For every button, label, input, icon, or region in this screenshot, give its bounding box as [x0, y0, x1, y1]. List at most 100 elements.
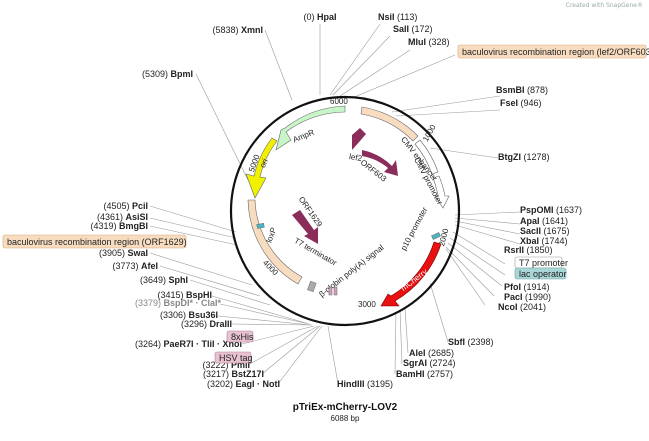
site-bsmbi-name: BsmBI	[496, 85, 525, 95]
hsv-tag-box[interactable]	[214, 351, 252, 364]
t7-terminator-feature[interactable]	[307, 280, 317, 293]
site-fsei-position: (946)	[521, 98, 542, 108]
site-bmgbi-position: (4319)	[90, 221, 116, 231]
site-asisi-name: AsiSI	[125, 212, 148, 222]
site-rsrii-label[interactable]: RsrII (1850)	[504, 245, 553, 255]
site-sphi-label[interactable]: (3649) SphI	[140, 275, 188, 285]
site-bsu36i-label[interactable]: (3306) Bsu36I	[160, 310, 218, 320]
leader-lines	[149, 23, 521, 385]
site-bsu36i-name: Bsu36I	[188, 310, 218, 320]
site-pmli-label[interactable]: (3222) PmlI	[202, 360, 250, 370]
site-bstz17i-label[interactable]: (3217) BstZ17I	[203, 369, 264, 379]
t7-promoter-text: T7 promoter	[519, 258, 568, 268]
site-sgrai-name: SgrAI	[403, 358, 427, 368]
site-bsu36i-position: (3306)	[160, 310, 186, 320]
site-afei-label[interactable]: (3773) AfeI	[112, 261, 158, 271]
site-ncoi-label[interactable]: NcoI (2041)	[498, 302, 546, 312]
loxp-label: loxP	[264, 226, 278, 244]
site-pcii-name: PciI	[132, 201, 148, 211]
site-hpai-label[interactable]: (0) HpaI	[303, 12, 336, 22]
site-bsphi-position: (3415)	[157, 290, 183, 300]
site-paer7i-label[interactable]: (3264) PaeR7I · TliI · XhoI	[135, 339, 242, 349]
site-sacii-name: SacII	[520, 226, 541, 236]
annotation-boxes: baculovirus recombination region (lef2/O…	[2, 44, 649, 364]
site-btgzi-position: (1278)	[524, 152, 550, 162]
site-nsii-name: NsiI	[378, 12, 395, 22]
site-sbfi-position: (2398)	[468, 337, 494, 347]
bac-left-text: baculovirus recombination region (ORF162…	[7, 237, 187, 247]
cmv-promoter-feature[interactable]	[432, 175, 450, 209]
bac-right-box[interactable]	[457, 44, 647, 59]
snapgene-credit: Created with SnapGene®	[565, 2, 643, 9]
site-swai-label[interactable]: (3905) SwaI	[99, 248, 148, 258]
lac-operator-box[interactable]	[514, 267, 567, 280]
site-hindiii-position: (3195)	[367, 379, 393, 389]
site-xmni-label[interactable]: (5838) XmnI	[212, 25, 263, 35]
site-paer7i-name: PaeR7I · TliI · XhoI	[163, 339, 242, 349]
site-draiii-position: (3296)	[181, 319, 207, 329]
site-mlui-label[interactable]: MluI (328)	[408, 37, 450, 47]
orf1629-feature[interactable]	[292, 210, 318, 244]
site-paci-label[interactable]: PacI (1990)	[504, 292, 551, 302]
site-bmgbi-label[interactable]: (4319) BmgBI	[90, 221, 148, 231]
site-pfoi-label[interactable]: PfoI (1914)	[504, 282, 550, 292]
site-bpmi-label[interactable]: (5309) BpmI	[142, 69, 193, 79]
site-btgzi-label[interactable]: BtgZI (1278)	[498, 152, 550, 162]
cmv-enhancer-feature[interactable]	[414, 139, 439, 175]
site-apai-position: (1641)	[542, 216, 568, 226]
site-fsei-label[interactable]: FseI (946)	[500, 98, 542, 108]
site-sali-label[interactable]: SalI (172)	[393, 24, 433, 34]
orf603-feature[interactable]	[362, 150, 398, 176]
site-swai-position: (3905)	[99, 248, 125, 258]
site-nsii-position: (113)	[397, 12, 417, 22]
site-bsphi-label[interactable]: (3415) BspHI	[157, 290, 212, 300]
site-asisi-position: (4361)	[97, 212, 123, 222]
loxp-feature[interactable]	[256, 223, 265, 229]
site-asisi-label[interactable]: (4361) AsiSI	[97, 212, 148, 222]
mcherry-label: mCherry	[399, 267, 429, 293]
site-apai-label[interactable]: ApaI (1641)	[520, 216, 568, 226]
ori-feature[interactable]	[245, 137, 278, 199]
mcherry-feature[interactable]	[380, 241, 442, 307]
site-alei-label[interactable]: AleI (2685)	[409, 348, 454, 358]
site-ncoi-position: (2041)	[520, 302, 546, 312]
site-eagi-label[interactable]: (3202) EagI · NotI	[207, 379, 280, 389]
site-hindiii-name: HindIII	[337, 379, 365, 389]
site-pspomi-label[interactable]: PspOMI (1637)	[520, 205, 582, 215]
small-feature-t7[interactable]	[431, 232, 441, 240]
site-bstz17i-name: BstZ17I	[231, 369, 264, 379]
site-bsmbi-position: (878)	[527, 85, 548, 95]
ampr-feature[interactable]	[275, 105, 346, 151]
site-swai-name: SwaI	[127, 248, 148, 258]
recomb-right-feature[interactable]	[360, 106, 419, 142]
site-pcii-label[interactable]: (4505) PciI	[103, 201, 148, 211]
site-apai-name: ApaI	[520, 216, 540, 226]
lac-operator-text: lac operator	[519, 269, 567, 279]
site-bspdi-name: BspDI* · ClaI*	[163, 298, 221, 308]
site-sgrai-label[interactable]: SgrAI (2724)	[403, 358, 456, 368]
site-pmli-name: PmlI	[231, 360, 250, 370]
site-hindiii-label[interactable]: HindIII (3195)	[337, 379, 393, 389]
site-xmni-position: (5838)	[212, 25, 238, 35]
site-sacii-label[interactable]: SacII (1675)	[520, 226, 570, 236]
site-xmni-name: XmnI	[241, 25, 263, 35]
site-eagi-name: EagI · NotI	[236, 379, 281, 389]
site-xbai-label[interactable]: XbaI (1744)	[520, 236, 568, 246]
his-tag-box[interactable]	[226, 330, 254, 343]
site-afei-name: AfeI	[141, 261, 158, 271]
site-nsii-label[interactable]: NsiI (113)	[378, 12, 417, 22]
bac-left-box[interactable]	[2, 234, 187, 249]
lef2-feature[interactable]	[352, 128, 366, 150]
bglobin-feature[interactable]	[328, 286, 333, 296]
site-sbfi-label[interactable]: SbfI (2398)	[448, 337, 494, 347]
site-hpai-name: HpaI	[317, 12, 337, 22]
site-bsmbi-label[interactable]: BsmBI (878)	[496, 85, 548, 95]
site-bspdi-label[interactable]: (3379) BspDI* · ClaI*	[135, 298, 222, 308]
lef2-label: lef2	[348, 152, 363, 163]
site-draiii-label[interactable]: (3296) DraIII	[181, 319, 232, 329]
his-tag-feature[interactable]	[333, 286, 338, 296]
site-ncoi-name: NcoI	[498, 302, 518, 312]
site-bamhi-label[interactable]: BamHI (2757)	[396, 369, 453, 379]
hsv-tag-text: HSV tag	[219, 353, 253, 363]
